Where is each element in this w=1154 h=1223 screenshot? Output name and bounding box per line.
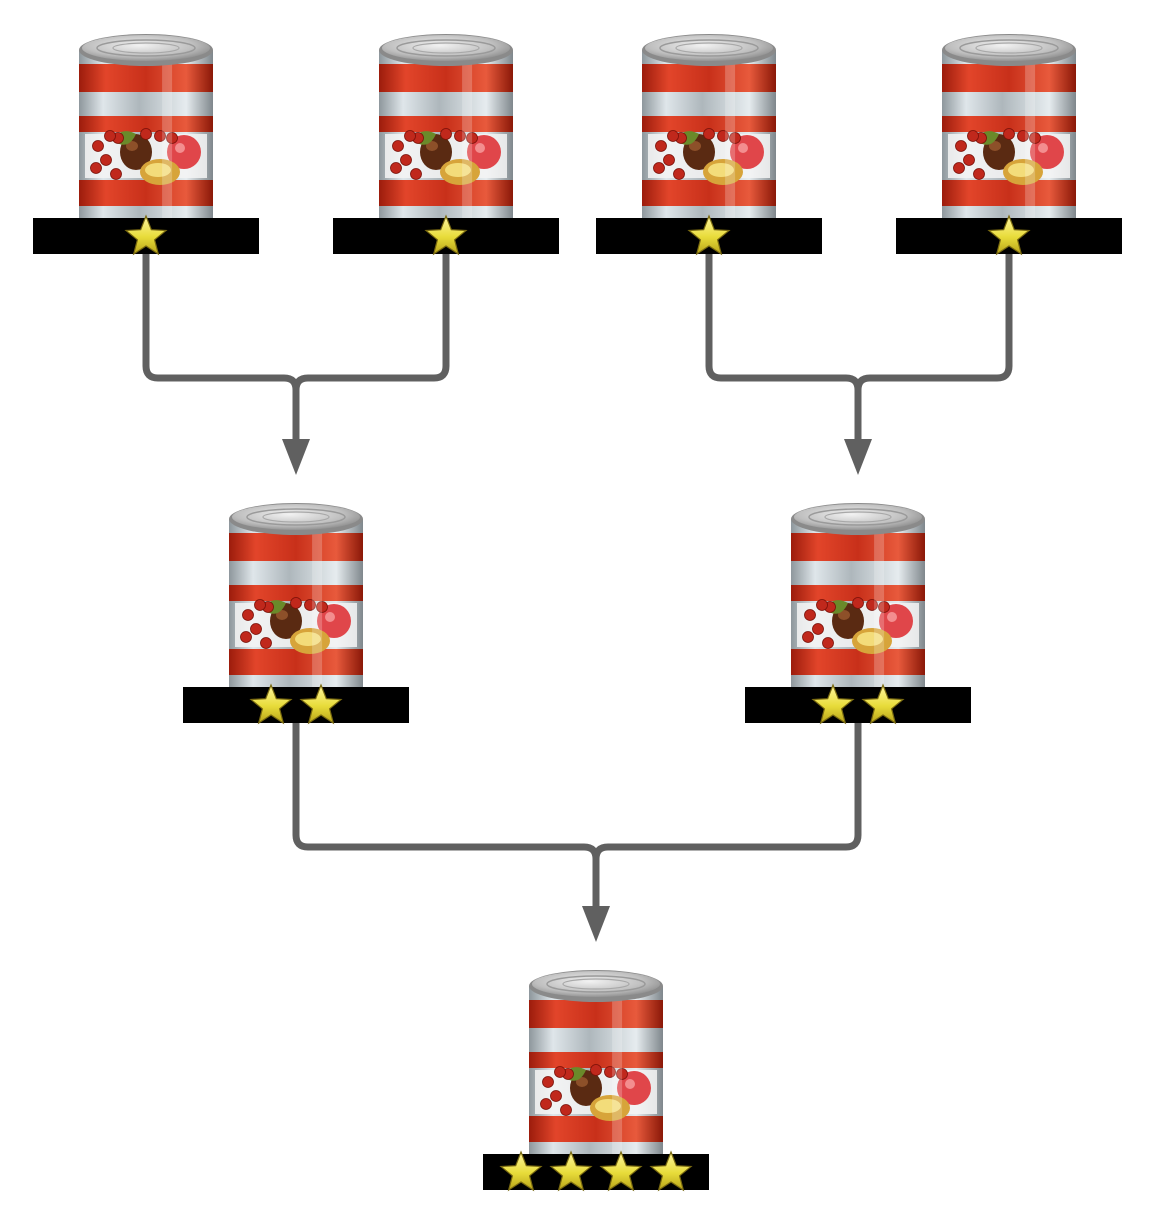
rating-bar xyxy=(896,214,1122,256)
can-lid xyxy=(382,35,510,61)
fruit-illustration xyxy=(540,1064,651,1121)
star-icon xyxy=(124,214,168,256)
rating-bar xyxy=(596,214,822,256)
merge-connector xyxy=(292,719,862,942)
can-body xyxy=(791,503,925,699)
star-icon xyxy=(861,683,905,725)
node-can-5-canned-food-icon xyxy=(183,503,409,725)
can-body xyxy=(379,34,513,230)
node-can-2-canned-food-icon xyxy=(333,34,559,256)
arrow-head-icon xyxy=(282,439,310,475)
connector-layer xyxy=(142,250,1013,942)
can-lid xyxy=(232,504,360,530)
can-body xyxy=(642,34,776,230)
fruit-illustration xyxy=(802,597,913,654)
star-icon xyxy=(499,1150,543,1192)
star-icon xyxy=(424,214,468,256)
node-can-3-canned-food-icon xyxy=(596,34,822,256)
star-icon xyxy=(549,1150,593,1192)
node-can-4-canned-food-icon xyxy=(896,34,1122,256)
merge-connector xyxy=(705,250,1013,475)
fruit-illustration xyxy=(390,128,501,185)
star-icon xyxy=(299,683,343,725)
arrow-head-icon xyxy=(844,439,872,475)
rating-bar xyxy=(745,683,971,725)
star-icon xyxy=(249,683,293,725)
node-can-7-canned-food-icon xyxy=(483,970,709,1192)
star-icon xyxy=(687,214,731,256)
rating-bar xyxy=(33,214,259,256)
fruit-illustration xyxy=(240,597,351,654)
can-lid xyxy=(82,35,210,61)
fruit-illustration xyxy=(953,128,1064,185)
star-icon xyxy=(599,1150,643,1192)
fruit-illustration xyxy=(90,128,201,185)
can-lid xyxy=(532,971,660,997)
can-lid xyxy=(645,35,773,61)
merge-connector xyxy=(142,250,450,475)
can-lid xyxy=(945,35,1073,61)
can-body xyxy=(79,34,213,230)
can-lid xyxy=(794,504,922,530)
rating-bar xyxy=(183,683,409,725)
arrow-head-icon xyxy=(582,906,610,942)
star-icon xyxy=(649,1150,693,1192)
fruit-illustration xyxy=(653,128,764,185)
rating-bar xyxy=(333,214,559,256)
can-body xyxy=(229,503,363,699)
can-body xyxy=(529,970,663,1166)
node-can-1-canned-food-icon xyxy=(33,34,259,256)
node-layer xyxy=(33,34,1122,1192)
can-body xyxy=(942,34,1076,230)
rating-bar xyxy=(483,1150,709,1192)
star-icon xyxy=(811,683,855,725)
node-can-6-canned-food-icon xyxy=(745,503,971,725)
star-icon xyxy=(987,214,1031,256)
